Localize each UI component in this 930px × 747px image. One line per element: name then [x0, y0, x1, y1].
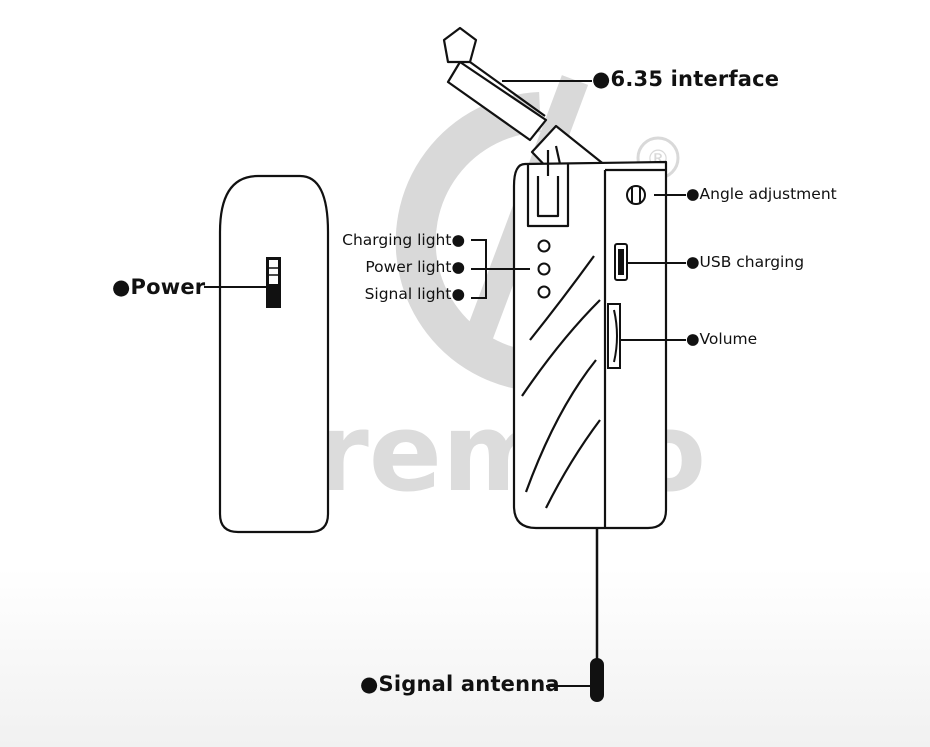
- volume-wheel[interactable]: [607, 303, 621, 369]
- label-charging-light: Charging light●: [342, 231, 465, 249]
- leader-lines: [471, 80, 686, 687]
- label-signal-antenna: ●Signal antenna: [360, 672, 560, 696]
- power-light: [537, 262, 551, 276]
- label-volume: ●Volume: [686, 330, 758, 348]
- power-switch[interactable]: [266, 257, 281, 308]
- angle-knob[interactable]: [626, 185, 646, 205]
- label-power: ●Power: [112, 275, 206, 299]
- usb-port[interactable]: [614, 243, 628, 281]
- label-angle-adjustment: ●Angle adjustment: [686, 185, 837, 203]
- charging-light: [537, 239, 551, 253]
- signal-antenna: [590, 528, 604, 702]
- label-usb-charging: ●USB charging: [686, 253, 805, 271]
- signal-light: [537, 285, 551, 299]
- label-power-light: Power light●: [365, 258, 465, 276]
- label-signal-light: Signal light●: [364, 285, 465, 303]
- transmitter-body: [512, 145, 668, 530]
- receiver-unit: [218, 174, 330, 534]
- label-6-35-interface: ●6.35 interface: [592, 67, 780, 91]
